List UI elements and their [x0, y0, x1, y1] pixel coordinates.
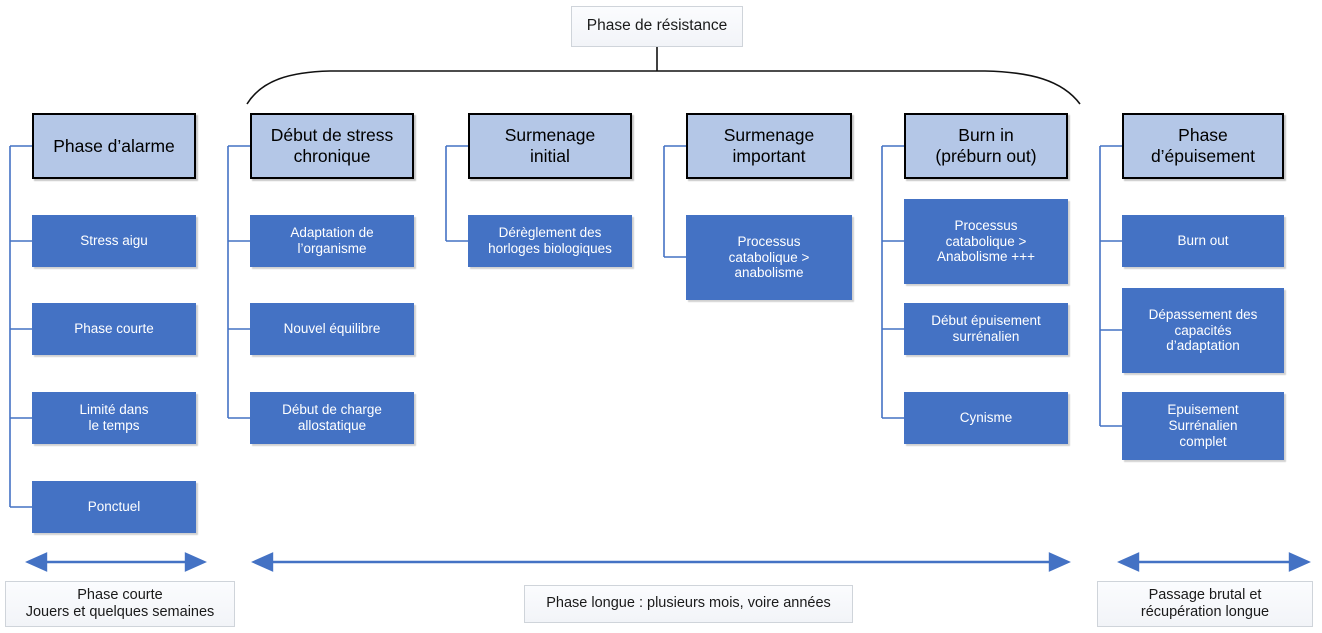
phase-item-label: Nouvel équilibre — [283, 321, 381, 337]
phase-item-label: Phase courte — [74, 321, 154, 337]
phase-item-stress-aigu[interactable]: Stress aigu — [32, 215, 196, 267]
phase-header-burn-in[interactable]: Burn in(préburn out) — [904, 113, 1068, 179]
phase-header-phase-alarme[interactable]: Phase d’alarme — [32, 113, 196, 179]
timeline-arrow-head-right-2 — [1048, 552, 1071, 572]
phase-item-label: Burn out — [1177, 233, 1229, 249]
phase-header-label: Phase d’alarme — [53, 135, 175, 156]
timeline-arrow-head-left-3 — [1117, 552, 1140, 572]
timeline-arrow-head-left-2 — [251, 552, 274, 572]
title-box-label: Phase de résistance — [586, 17, 728, 35]
phase-item-label: Cynisme — [959, 410, 1013, 426]
phase-item-label: Stress aigu — [80, 233, 148, 249]
timeline-arrow-head-right-3 — [1288, 552, 1311, 572]
timeline-note-longue[interactable]: Phase longue : plusieurs mois, voire ann… — [524, 585, 853, 623]
phase-item-ponctuel[interactable]: Ponctuel — [32, 481, 196, 533]
phase-header-label: Burn in(préburn out) — [935, 125, 1037, 166]
timeline-note-label: Phase longue : plusieurs mois, voire ann… — [546, 595, 831, 612]
phase-item-cynisme[interactable]: Cynisme — [904, 392, 1068, 444]
phase-item-label: Ponctuel — [87, 499, 141, 515]
resistance-bracket — [246, 70, 1081, 105]
timeline-arrow-head-right-1 — [184, 552, 207, 572]
timeline-arrow-head-left-1 — [25, 552, 48, 572]
phase-item-phase-courte[interactable]: Phase courte — [32, 303, 196, 355]
title-box[interactable]: Phase de résistance — [571, 6, 743, 47]
phase-item-burn-out[interactable]: Burn out — [1122, 215, 1284, 267]
phase-item-nouvel-equilibre[interactable]: Nouvel équilibre — [250, 303, 414, 355]
